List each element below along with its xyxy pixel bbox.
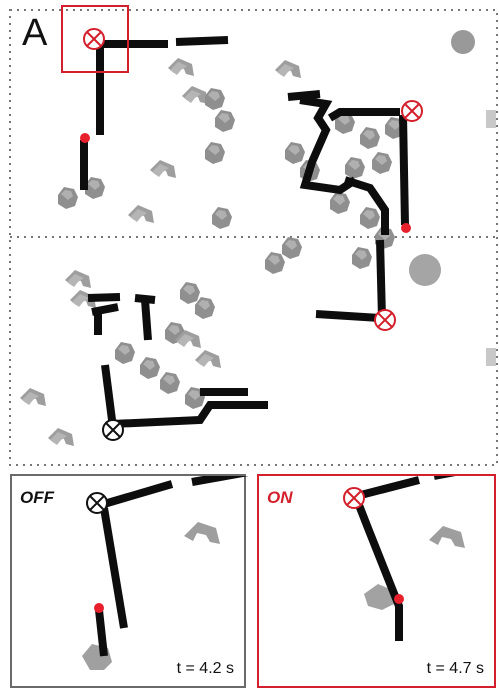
robot-position-dot [394, 594, 404, 604]
target-marker-black [86, 492, 108, 514]
inset-on: ON t = 4.7 s [257, 474, 496, 688]
inset-label: OFF [20, 488, 54, 507]
inset-label: ON [267, 488, 293, 507]
trajectories [80, 36, 409, 428]
target-marker-black [102, 419, 124, 441]
robot-swarm [364, 526, 465, 610]
robot-swarm [20, 30, 496, 446]
target-marker-topleft [83, 28, 105, 50]
main-frame-border [9, 9, 498, 466]
robot-position-dot [80, 133, 90, 143]
target-marker-midright [374, 309, 396, 331]
inset-on-svg [343, 476, 465, 641]
panel-label: A [22, 12, 48, 54]
target-marker-right [401, 100, 423, 122]
trajectories [95, 476, 248, 657]
inset-off: OFF t = 4.2 s [10, 474, 248, 688]
target-marker-topleft [343, 487, 365, 509]
inset-time: t = 4.2 s [176, 660, 234, 677]
robot-position-dot [401, 223, 411, 233]
inset-time: t = 4.7 s [426, 660, 484, 677]
trajectories [353, 476, 456, 641]
inset-off-svg [82, 476, 248, 670]
main-panel-svg [9, 5, 498, 466]
robot-position-dot [94, 603, 104, 613]
zoom-highlight-box [61, 5, 129, 73]
